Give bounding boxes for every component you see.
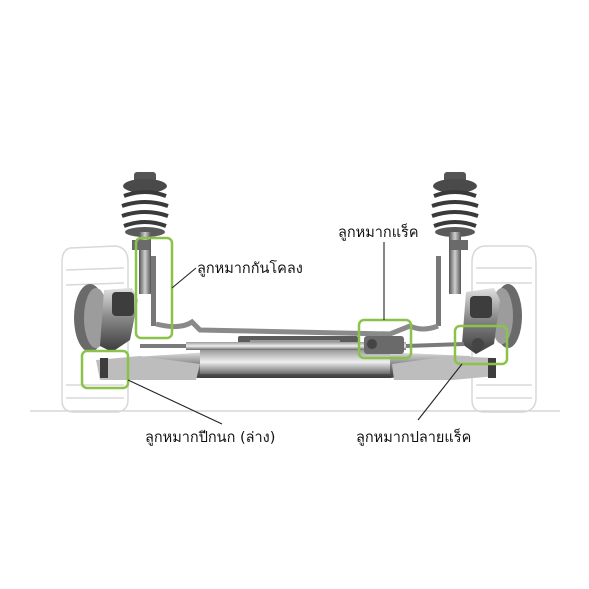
right-lower-ball-joint [488, 358, 496, 378]
left-strut [121, 172, 169, 294]
highlight-lower-ball-joint [80, 349, 130, 390]
left-lower-arm [96, 356, 200, 380]
label-stabilizer-link: ลูกหมากกันโคลง [197, 261, 303, 277]
left-tire [61, 245, 129, 413]
right-brake-hub [462, 284, 522, 354]
left-brake-hub [74, 284, 138, 352]
right-strut [431, 172, 479, 294]
right-tire [471, 245, 537, 413]
leader-stabilizer-link [171, 267, 197, 289]
left-stabilizer-link [151, 256, 156, 326]
right-stabilizer-link [436, 256, 441, 326]
label-rack-end: ลูกหมากแร็ค [338, 225, 419, 241]
label-lower-ball-joint: ลูกหมากปีกนก (ล่าง) [145, 430, 276, 446]
label-tie-rod-end: ลูกหมากปลายแร็ค [356, 430, 472, 446]
right-lower-arm [392, 356, 496, 380]
left-lower-ball-joint [100, 358, 108, 378]
steering-rack [140, 336, 484, 354]
stabilizer-bar [155, 318, 439, 337]
highlight-tie-rod-end [453, 324, 509, 366]
leader-lower-ball-joint [127, 379, 223, 425]
leader-tie-rod-end [417, 363, 463, 421]
highlight-rack-end [357, 318, 413, 360]
